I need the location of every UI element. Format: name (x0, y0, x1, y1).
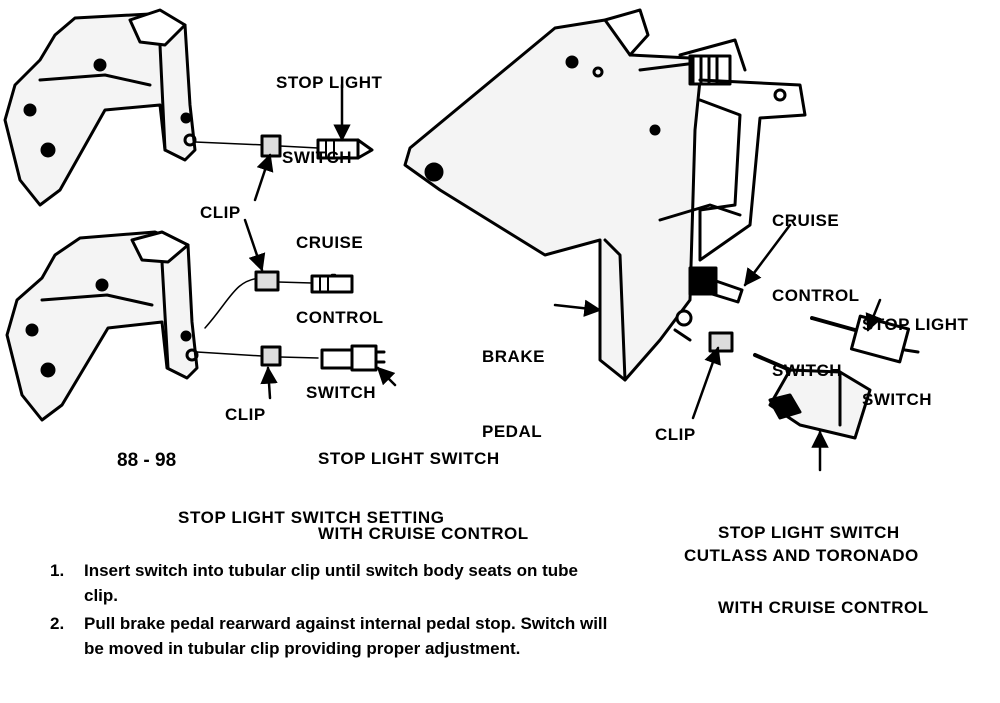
label-line: STOP LIGHT (862, 315, 969, 334)
figure-number: 88 - 98 (117, 450, 177, 471)
label-stop-light-switch-right: STOP LIGHT SWITCH (862, 262, 968, 437)
step-text: Pull brake pedal rearward against intern… (84, 614, 608, 658)
upper-pedal-bracket (3, 8, 197, 207)
label-line: WITH CRUISE CONTROL (718, 598, 929, 617)
label-line: WITH CRUISE CONTROL (318, 524, 529, 543)
label-line: CONTROL (772, 286, 860, 305)
label-clip-right: CLIP (655, 425, 696, 444)
section-title: STOP LIGHT SWITCH SETTING (178, 508, 445, 527)
label-brake-pedal: BRAKE PEDAL (482, 294, 545, 469)
label-line: BRAKE (482, 347, 545, 366)
upper-clip-and-stop-light-switch (194, 134, 374, 160)
label-stop-light-cruise-right: STOP LIGHT SWITCH WITH CRUISE CONTROL (718, 470, 929, 645)
right-brake-pedal-assembly (403, 8, 807, 382)
step-text: Insert switch into tubular clip until sw… (84, 561, 578, 605)
label-line: SWITCH (282, 148, 353, 167)
label-line: SWITCH (862, 390, 933, 409)
right-cruise-switch (688, 266, 744, 304)
step-number: 2. (50, 614, 65, 633)
label-line: CRUISE (296, 233, 364, 252)
label-cruise-control-switch-left: CRUISE CONTROL SWITCH (296, 180, 384, 430)
label-line: SWITCH (772, 361, 843, 380)
instruction-step: 2. Pull brake pedal rearward against int… (50, 611, 610, 661)
label-stop-light-switch-top: STOP LIGHT SWITCH (276, 20, 382, 195)
label-line: PEDAL (482, 422, 543, 441)
label-line: CRUISE (772, 211, 840, 230)
label-stop-light-cruise-left: STOP LIGHT SWITCH WITH CRUISE CONTROL (318, 396, 529, 571)
label-line: STOP LIGHT SWITCH (318, 449, 500, 468)
figure-caption: CUTLASS AND TORONADO (684, 546, 919, 565)
leader-arrows (243, 83, 882, 472)
instruction-steps: 1. Insert switch into tubular clip until… (50, 558, 610, 664)
step-number: 1. (50, 561, 65, 580)
label-clip-upper: CLIP (200, 203, 241, 222)
instruction-step: 1. Insert switch into tubular clip until… (50, 558, 610, 608)
label-line: CONTROL (296, 308, 384, 327)
lower-pedal-bracket (5, 230, 199, 422)
label-line: STOP LIGHT SWITCH (718, 523, 900, 542)
label-line: STOP LIGHT (276, 73, 383, 92)
label-cruise-control-switch-right: CRUISE CONTROL SWITCH (772, 158, 860, 408)
label-clip-lower: CLIP (225, 405, 266, 424)
label-line: SWITCH (306, 383, 377, 402)
